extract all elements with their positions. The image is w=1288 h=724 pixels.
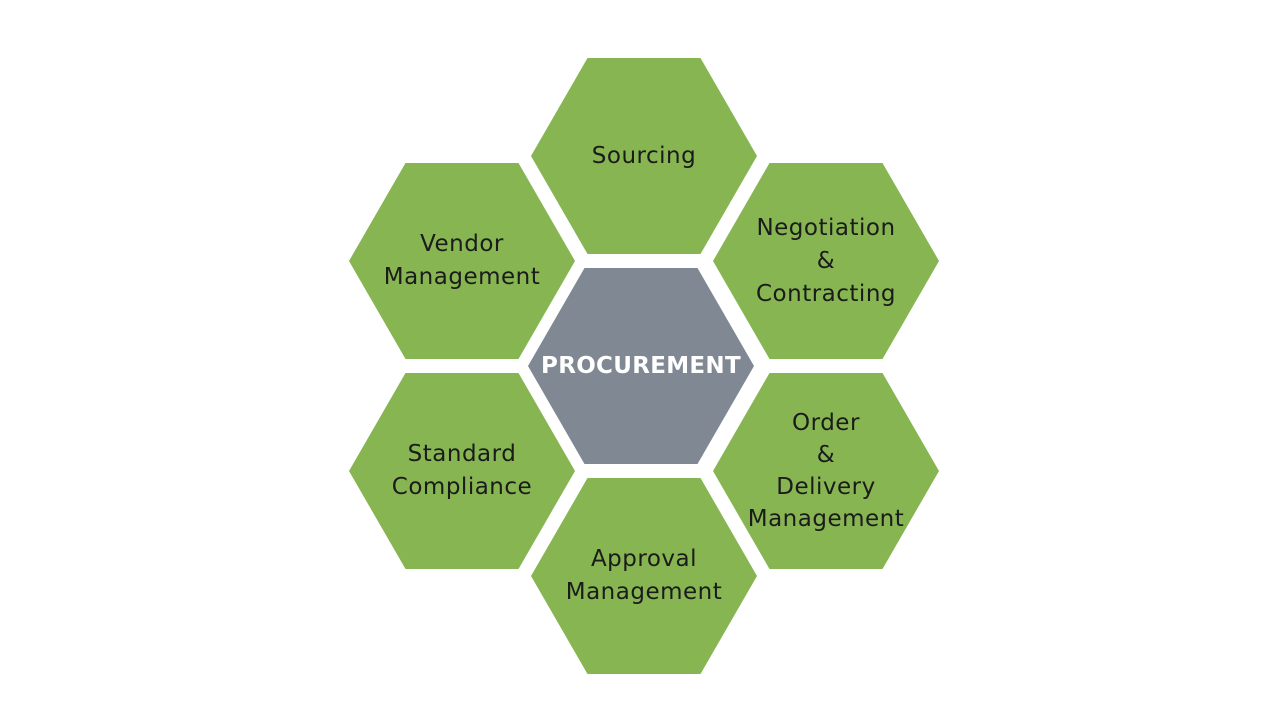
hex-approval-line-1: Approval: [590, 546, 698, 572]
hex-negotiation-line-1: Negotiation: [756, 214, 896, 241]
hex-negotiation-line-2: &: [816, 247, 836, 274]
hex-standard-compliance: Standard Compliance: [349, 373, 575, 569]
hex-vendor-line-2: Management: [383, 264, 541, 290]
hex-order-line-2: &: [816, 442, 836, 468]
hex-negotiation-contracting: Negotiation & Contracting: [713, 163, 939, 359]
hex-approval-line-2: Management: [565, 579, 723, 605]
hex-order-delivery-management: Order & Delivery Management: [713, 373, 939, 569]
hex-standard-line-2: Compliance: [391, 474, 533, 500]
hex-standard-line-1: Standard: [407, 441, 517, 467]
hex-negotiation-label: Negotiation & Contracting: [756, 212, 896, 311]
hex-center-line-1: PROCUREMENT: [541, 352, 741, 379]
hex-order-line-4: Management: [747, 506, 905, 532]
hex-sourcing: Sourcing: [531, 58, 757, 254]
hex-order-label: Order & Delivery Management: [748, 407, 905, 535]
hex-center-procurement: PROCUREMENT: [528, 268, 754, 464]
hex-order-line-3: Delivery: [776, 474, 876, 500]
hex-standard-label: Standard Compliance: [392, 438, 532, 504]
hex-sourcing-label: Sourcing: [592, 140, 696, 173]
hex-negotiation-line-3: Contracting: [755, 280, 896, 307]
hex-vendor-line-1: Vendor: [420, 231, 504, 257]
hex-approval-management: Approval Management: [531, 478, 757, 674]
hex-vendor-management: Vendor Management: [349, 163, 575, 359]
hex-order-line-1: Order: [792, 410, 860, 436]
hex-vendor-label: Vendor Management: [384, 228, 541, 294]
hex-sourcing-line-1: Sourcing: [591, 142, 697, 169]
hex-center-label: PROCUREMENT: [541, 350, 741, 383]
hex-approval-label: Approval Management: [566, 543, 723, 609]
